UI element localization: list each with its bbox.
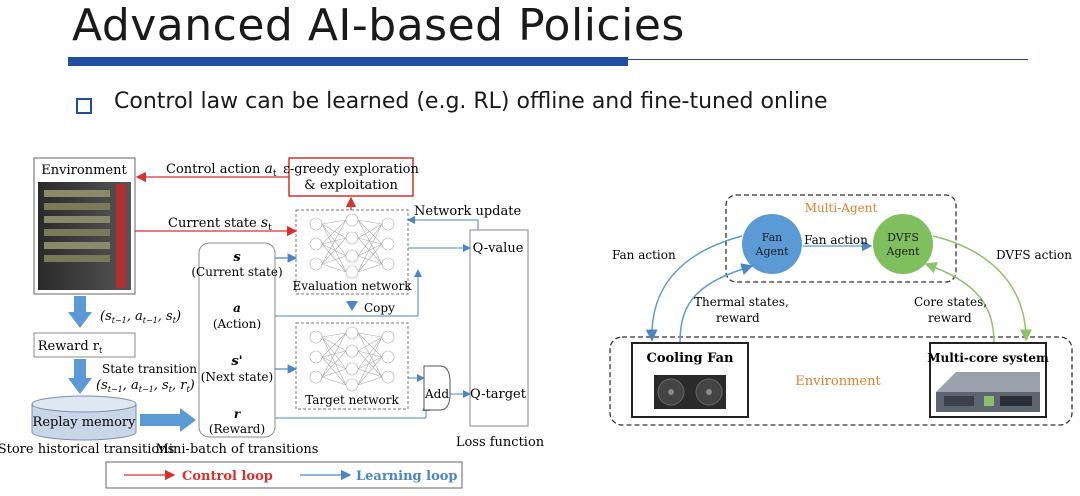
reward-label: Reward rt [38, 339, 103, 355]
multi-core-label: Multi-core system [927, 351, 1049, 365]
bullet-square-icon [76, 98, 92, 114]
thermal-states-arrow [679, 263, 754, 343]
batch-r-label: (Reward) [209, 422, 265, 436]
environment-label-right: Environment [795, 374, 881, 389]
mini-batch-caption: Mini-batch of transitions [156, 442, 319, 457]
fan-action-left-arrow [645, 235, 743, 342]
evaluation-network-graph [309, 213, 395, 279]
egreedy-box [288, 157, 414, 197]
multi-agent-box [725, 194, 957, 283]
store-historical-label: Store historical transitions [0, 442, 174, 457]
target-network-graph [309, 326, 395, 392]
tuple2-label: (st−1, at−1, st, rt) [96, 378, 195, 394]
evaluation-network-label: Evaluation network [293, 279, 413, 293]
fan-action-center-label: Fan action [804, 233, 868, 247]
server-rack-image [38, 182, 131, 290]
dvfs-agent-line2: Agent [886, 245, 921, 258]
cooling-fan-label: Cooling Fan [646, 351, 734, 366]
dvfs-agent-node [873, 214, 933, 274]
cooling-fan-image [654, 375, 726, 409]
core-states-arrow [924, 261, 995, 343]
control-action-label: Control action at [166, 161, 277, 179]
thermal-states-line1: Thermal states, [694, 295, 789, 309]
tuple1-label: (st−1, at−1, st) [100, 309, 181, 325]
copy-arrow-icon [346, 301, 358, 311]
replay-memory-label: Replay memory [33, 415, 137, 430]
batch-s: s [233, 250, 241, 265]
multi-core-image [936, 372, 1040, 412]
batch-s2: s' [231, 354, 242, 369]
reward-box [33, 332, 136, 358]
add-label: Add [424, 387, 449, 401]
q-value-label: Q-value [473, 241, 524, 256]
title-rule-thick [68, 57, 628, 66]
replay-to-batch-arrow [140, 408, 196, 432]
replay-memory-cylinder [31, 395, 137, 441]
bullet-text: Control law can be learned (e.g. RL) off… [114, 89, 828, 114]
batch-a-label: (Action) [213, 317, 261, 331]
network-update-label: Network update [414, 204, 521, 219]
dvfs-action-arrow [932, 235, 1032, 342]
thermal-states-line2: reward [716, 311, 760, 325]
env-down-arrow [68, 296, 92, 328]
batch-s2-label: (Next state) [201, 370, 273, 384]
loss-function-box [469, 229, 529, 427]
evaluation-network-box [295, 209, 409, 295]
state-transition-label: State transition [102, 362, 197, 376]
egreedy-line2: & exploitation [304, 178, 398, 193]
fan-agent-node [742, 214, 802, 274]
batch-a: a [233, 301, 241, 315]
right-diagram: Multi-Agent Fan Agent DVFS Agent Fan act… [609, 194, 1073, 426]
loss-function-label: Loss function [456, 435, 545, 450]
batch-s-label: (Current state) [191, 265, 282, 279]
target-network-label: Target network [305, 393, 399, 407]
batch-r: r [234, 407, 242, 421]
fan-agent-line2: Agent [755, 245, 790, 258]
mini-batch-box [198, 242, 276, 438]
fan-agent-line1: Fan [762, 231, 783, 244]
core-states-line1: Core states, [914, 295, 987, 309]
multi-agent-label: Multi-Agent [805, 201, 878, 215]
core-states-line2: reward [928, 311, 972, 325]
egreedy-line1: ε-greedy exploration [283, 162, 419, 177]
slide-title: Advanced AI-based Policies [72, 0, 685, 51]
fan-action-left-label: Fan action [612, 248, 676, 262]
current-state-label: Current state st [168, 215, 272, 233]
left-diagram: Environment ε-greedy exploration & explo… [0, 157, 545, 489]
dvfs-agent-line1: DVFS [887, 231, 919, 244]
environment-outer-box [609, 336, 1073, 426]
legend-learning-label: Learning loop [356, 469, 458, 484]
copy-label: Copy [364, 301, 395, 315]
dvfs-action-label: DVFS action [996, 248, 1072, 262]
legend-control-label: Control loop [182, 469, 273, 484]
reward-down-arrow [68, 359, 92, 394]
network-update-arrow [407, 216, 479, 230]
environment-label: Environment [41, 163, 127, 178]
q-target-label: Q-target [470, 387, 527, 402]
